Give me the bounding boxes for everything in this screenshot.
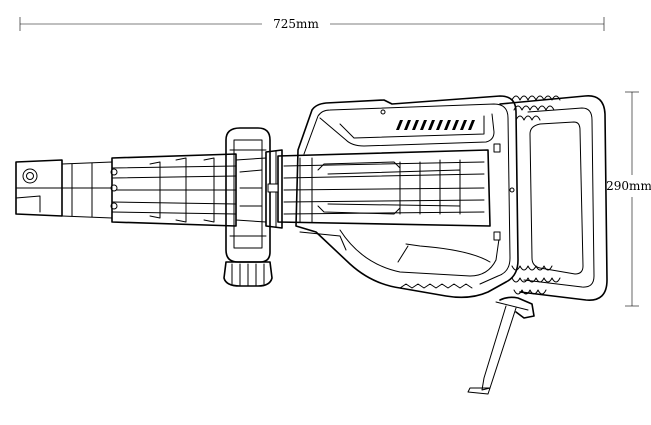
width-dimension: 725mm bbox=[19, 17, 605, 31]
collar-block bbox=[267, 183, 279, 193]
housing-screw-side bbox=[509, 187, 515, 193]
housing-screw bbox=[380, 109, 386, 115]
height-dimension: 290mm bbox=[606, 91, 651, 307]
width-label: 725mm bbox=[273, 17, 319, 31]
motor-housing bbox=[295, 95, 519, 299]
power-cord bbox=[467, 296, 535, 395]
clamp-collar bbox=[265, 149, 283, 229]
side-handle bbox=[223, 127, 273, 287]
motor-vents bbox=[396, 120, 475, 130]
front-barrel bbox=[110, 153, 237, 227]
height-label: 290mm bbox=[606, 179, 651, 193]
housing-clip-bottom bbox=[493, 231, 501, 241]
cylinder-fins bbox=[277, 149, 491, 227]
rear-handle bbox=[499, 95, 608, 301]
housing-clip-top bbox=[493, 143, 501, 153]
chisel-lock-knob-inner bbox=[26, 172, 34, 180]
chisel-holder bbox=[15, 159, 113, 219]
